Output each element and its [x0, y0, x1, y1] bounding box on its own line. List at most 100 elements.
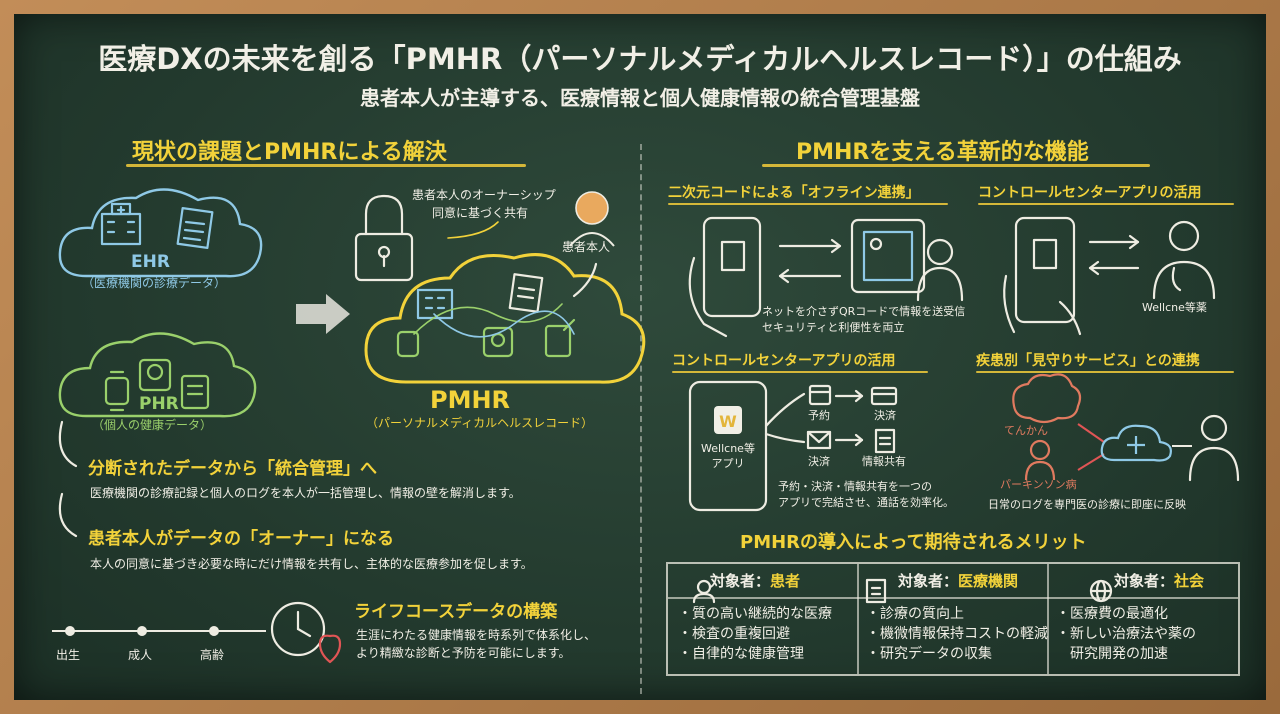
merit-society-2: ・新しい治療法や薬の [1056, 626, 1196, 642]
app-arrows [764, 389, 864, 447]
point1-title: 分断されたデータから「統合管理」へ [88, 459, 377, 479]
mail-icon [806, 430, 832, 450]
merit-patient-2: ・検査の重複回避 [678, 626, 790, 642]
f3-item-reserve: 予約 [808, 409, 830, 422]
ownership-note-1: 患者本人のオーナーシップ [412, 188, 556, 202]
link-line-1 [1077, 423, 1105, 443]
merit-hospital-3: ・研究データの収集 [866, 646, 992, 662]
ehr-cloud-icon [58, 188, 263, 278]
merit-prefix: 対象者： [898, 572, 959, 590]
point2-desc: 本人の同意に基づき必要な時にだけ情報を共有し、主体的な医療参加を促します。 [90, 557, 533, 571]
f4-title: 疾患別「見守りサービス」との連携 [976, 353, 1200, 369]
point1-desc: 医療機関の診療記録と個人のログを本人が一括管理し、情報の壁を解消します。 [90, 486, 521, 500]
f3-app-2: アプリ [711, 457, 745, 470]
merit-society-3: 研究開発の加速 [1070, 646, 1168, 662]
f3-item-pay: 決済 [874, 409, 896, 422]
page-title: 医療DXの未来を創る「PMHR（パーソナルメディカルヘルスレコード）」の仕組み [98, 42, 1182, 76]
left-heading-underline [126, 164, 526, 167]
pmhr-link-line-2 [433, 310, 575, 338]
smartphone-app-icon [688, 380, 768, 512]
f1-underline [668, 203, 948, 205]
pmhr-desc: （パーソナルメディカルヘルスレコード） [366, 416, 594, 430]
merit-target-patient: 患者 [770, 572, 801, 590]
lifecourse-desc-1: 生涯にわたる健康情報を時系列で体系化し、 [356, 628, 597, 642]
smartwatch-icon [104, 370, 130, 412]
phr-label: PHR [139, 394, 179, 414]
pmhr-cloud-icon [364, 253, 646, 384]
merit-patient-3: ・自律的な健康管理 [678, 646, 804, 662]
f3-desc-2: アプリで完結させ、通話を効率化。 [778, 496, 954, 509]
phr-cloud-icon [58, 332, 257, 418]
merit-hospital-2: ・機微情報保持コストの軽減 [866, 626, 1048, 642]
padlock-icon [354, 194, 414, 282]
point2-title: 患者本人がデータの「オーナー」になる [88, 529, 394, 549]
cloud-plus-icon [1100, 424, 1172, 462]
sync-arrows-icon-2 [1088, 234, 1140, 276]
f3-app-1: Wellcne等 [701, 442, 755, 455]
stage-birth: 出生 [56, 648, 81, 662]
tablet-icon [850, 218, 926, 294]
ownership-note-2: 同意に基づく共有 [432, 206, 529, 220]
f3-desc-1: 予約・決済・情報共有を一つの [778, 480, 932, 493]
f2-underline [978, 203, 1234, 205]
merits-divider-1 [857, 564, 859, 674]
pmhr-building-icon [416, 288, 454, 320]
merit-target-society: 社会 [1174, 572, 1205, 590]
merit-hospital-1: ・診療の質向上 [866, 606, 964, 622]
merit-head-patient: 対象者：患者 [710, 570, 800, 591]
f1-title: 二次元コードによる「オフライン連携」 [668, 185, 920, 201]
brain-icon [1012, 373, 1082, 424]
lifecourse-title: ライフコースデータの構築 [354, 602, 558, 622]
medical-record-icon [176, 206, 214, 250]
scale-icon [138, 358, 172, 392]
pmhr-label: PMHR [430, 386, 511, 414]
arrow-right-icon [296, 294, 350, 334]
f4-disease-1: てんかん [1004, 424, 1048, 437]
person-parkinson-icon [1024, 439, 1056, 481]
stage-adult: 成人 [128, 648, 153, 662]
globe-icon [1089, 579, 1113, 603]
patient-label: 患者本人 [562, 240, 611, 254]
f2-title: コントロールセンターアプリの活用 [978, 185, 1202, 201]
f4-underline [976, 371, 1234, 373]
notebook-icon [180, 374, 210, 410]
curve-arrow-1-icon [58, 420, 78, 468]
ehr-desc: （医療機関の診療データ） [82, 276, 227, 290]
card-icon [870, 386, 898, 406]
document-icon [874, 428, 896, 454]
merit-head-hospital: 対象者：医療機関 [898, 570, 1018, 591]
smartphone-hand-icon-2 [1003, 216, 1082, 336]
merits-table: 対象者：患者 対象者：医療機関 対象者：社会 ・質の高い継続的な医療 ・検査の重… [666, 562, 1240, 676]
ownership-arrow-icon [447, 221, 499, 239]
f3-item-share: 情報共有 [862, 455, 906, 468]
curve-arrow-2-icon [58, 492, 78, 538]
merit-head-society: 対象者：社会 [1114, 570, 1204, 591]
f4-desc: 日常のログを専門医の診療に即座に反映 [988, 498, 1186, 511]
stage-elderly: 高齢 [200, 648, 225, 662]
doctor-icon-1 [916, 238, 964, 302]
f3-title: コントロールセンターアプリの活用 [672, 353, 896, 369]
lifecourse-desc-2: より精緻な診断と予防を可能にします。 [356, 646, 571, 660]
doctor-icon-3 [1188, 414, 1240, 482]
lifecourse-timeline [52, 626, 266, 636]
doctor-icon-2 [1152, 220, 1216, 300]
calendar-icon [808, 384, 832, 406]
page-subtitle: 患者本人が主導する、医療情報と個人健康情報の統合管理基盤 [360, 86, 920, 110]
pmhr-document-icon [508, 273, 544, 313]
right-heading-underline [762, 164, 1150, 167]
merit-patient-1: ・質の高い継続的な医療 [678, 606, 832, 622]
patient-arrow-icon [572, 262, 598, 298]
phr-desc: （個人の健康データ） [92, 418, 213, 432]
hospital-icon [100, 202, 142, 246]
f1-desc-1: ネットを介さずQRコードで情報を送受信 [762, 305, 966, 318]
pmhr-watch-icon [396, 330, 420, 358]
pmhr-scale-icon [482, 326, 514, 358]
hospital-building-icon [865, 578, 887, 604]
chalkboard: 医療DXの未来を創る「PMHR（パーソナルメディカルヘルスレコード）」の仕組み … [14, 14, 1266, 700]
f1-desc-2: セキュリティと利便性を両立 [762, 321, 905, 334]
merits-hrule [668, 597, 1238, 599]
smartphone-hand-icon [688, 216, 762, 338]
f2-label: Wellcne等薬 [1142, 301, 1207, 314]
patient-icon [569, 191, 615, 247]
left-heading: 現状の課題とPMHRによる解決 [132, 140, 447, 165]
